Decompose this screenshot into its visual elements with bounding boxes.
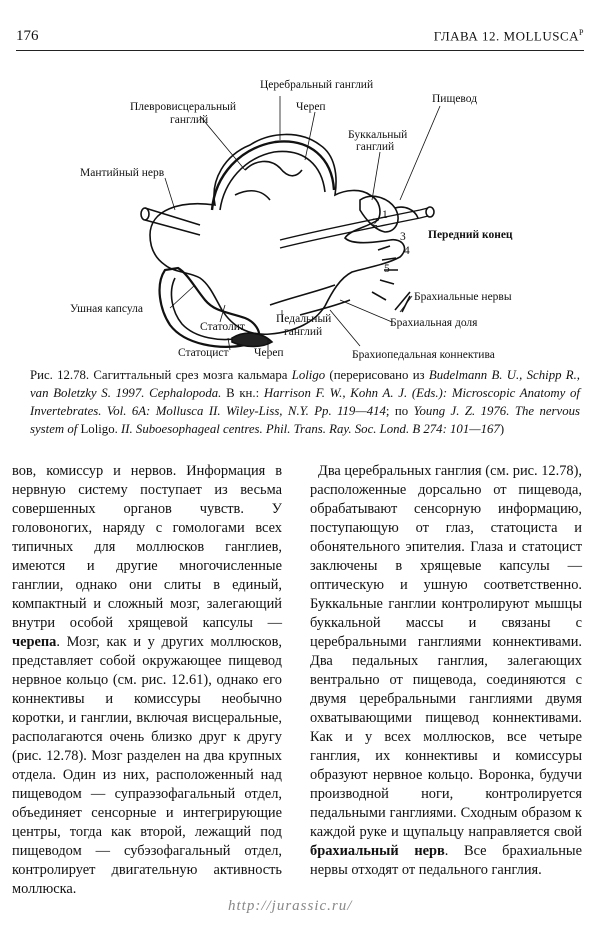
caption-genus2: Loligo.	[77, 422, 122, 436]
label-num-4: 4	[404, 245, 410, 257]
left-text-1: вов, комиссур и нервов. Информация в нер…	[12, 463, 282, 631]
label-pleurovisceral-1: Плевровисцеральный	[130, 101, 236, 113]
diagram-drawing	[140, 133, 435, 348]
label-mantle-nerve: Мантийный нерв	[80, 167, 165, 179]
brain-outline	[149, 133, 406, 335]
label-skull-bottom: Череп	[254, 347, 284, 359]
page-header: 176 ГЛАВА 12. MOLLUSCAP	[16, 28, 584, 51]
label-num-1: 1	[382, 209, 388, 221]
caption-ref3: Young J. Z. 1976. The nervous system of	[30, 404, 580, 436]
label-statocyst: Статоцист	[178, 347, 229, 359]
watermark: http://jurassic.ru/	[228, 898, 353, 914]
label-ear-capsule: Ушная капсула	[70, 303, 143, 315]
esophagus-tube	[279, 207, 429, 241]
caption-prefix: Рис. 12.78. Сагиттальный срез мозга каль…	[30, 368, 292, 382]
caption-part2: В кн.:	[221, 386, 264, 400]
label-num-5: 5	[384, 263, 390, 275]
text-column-left: вов, комиссур и нервов. Информация в нер…	[12, 462, 282, 899]
figure-caption: Рис. 12.78. Сагиттальный срез мозга каль…	[30, 366, 580, 438]
caption-part1: (перерисовано из	[325, 368, 429, 382]
caption-ref2: Harrison F. W., Kohn A. J. (Eds.): Micro…	[30, 386, 580, 418]
label-esophagus: Пищевод	[432, 93, 477, 105]
right-paragraph: Два церебральных ганглия (см. рис. 12.78…	[310, 462, 582, 880]
label-skull-top: Череп	[296, 101, 326, 113]
caption-suffix: )	[499, 422, 505, 436]
caption-genus: Loligo	[291, 368, 326, 382]
label-num-2: 2	[372, 217, 378, 229]
caption-part3: ; по	[385, 404, 414, 418]
term-brachial-nerve: брахиальный нерв	[310, 843, 445, 859]
label-pedal-2: ганглий	[284, 326, 322, 338]
label-pleurovisceral-2: ганглий	[170, 114, 208, 126]
caption-ref1: Budelmann B. U., Schipp R., van Boletzky…	[30, 368, 580, 400]
brain-section-diagram: Церебральный ганглий Плевровисцеральный …	[70, 79, 513, 361]
label-cerebral-ganglion: Церебральный ганглий	[260, 79, 373, 91]
label-buccal-1: Буккальный	[348, 129, 407, 141]
label-brachial-lobe: Брахиальная доля	[390, 317, 478, 329]
label-brachiopedal: Брахиопедальная коннектива	[352, 349, 495, 361]
left-paragraph: вов, комиссур и нервов. Информация в нер…	[12, 462, 282, 899]
term-skull: черепа	[12, 634, 57, 650]
mantle-nerve-tube	[144, 207, 201, 236]
label-num-3: 3	[400, 231, 406, 243]
statolith-shape	[231, 332, 274, 348]
left-text-2: . Мозг, как и у других моллюсков, предст…	[12, 634, 282, 897]
caption-ref4: II. Suboesophageal centres. Phil. Trans.…	[121, 422, 500, 436]
label-pedal-1: Педальный	[276, 313, 331, 325]
leader-lines	[164, 96, 441, 351]
figure-12-78: Церебральный ганглий Плевровисцеральный …	[0, 60, 600, 370]
page-number: 176	[16, 28, 39, 44]
label-anterior-end: Передний конец	[428, 229, 513, 241]
ear-capsule	[158, 266, 261, 348]
label-buccal-2: ганглий	[356, 141, 394, 153]
label-statolith: Статолит	[200, 321, 245, 333]
skull-top-arc	[210, 140, 336, 211]
right-text-1: Два церебральных ганглия (см. рис. 12.78…	[310, 463, 583, 840]
text-column-right: Два церебральных ганглия (см. рис. 12.78…	[310, 462, 582, 880]
right-text-2: . Все брахиальные нервы отходят от педал…	[310, 843, 582, 878]
buccal-ganglion	[359, 195, 399, 233]
brachial-nerves	[371, 245, 398, 301]
chapter-title-text: ГЛАВА 12. MOLLUSCA	[433, 28, 580, 44]
chapter-title: ГЛАВА 12. MOLLUSCAP	[434, 28, 584, 44]
chapter-title-sup: P	[579, 28, 584, 37]
label-brachial-nerves: Брахиальные нервы	[414, 291, 512, 303]
